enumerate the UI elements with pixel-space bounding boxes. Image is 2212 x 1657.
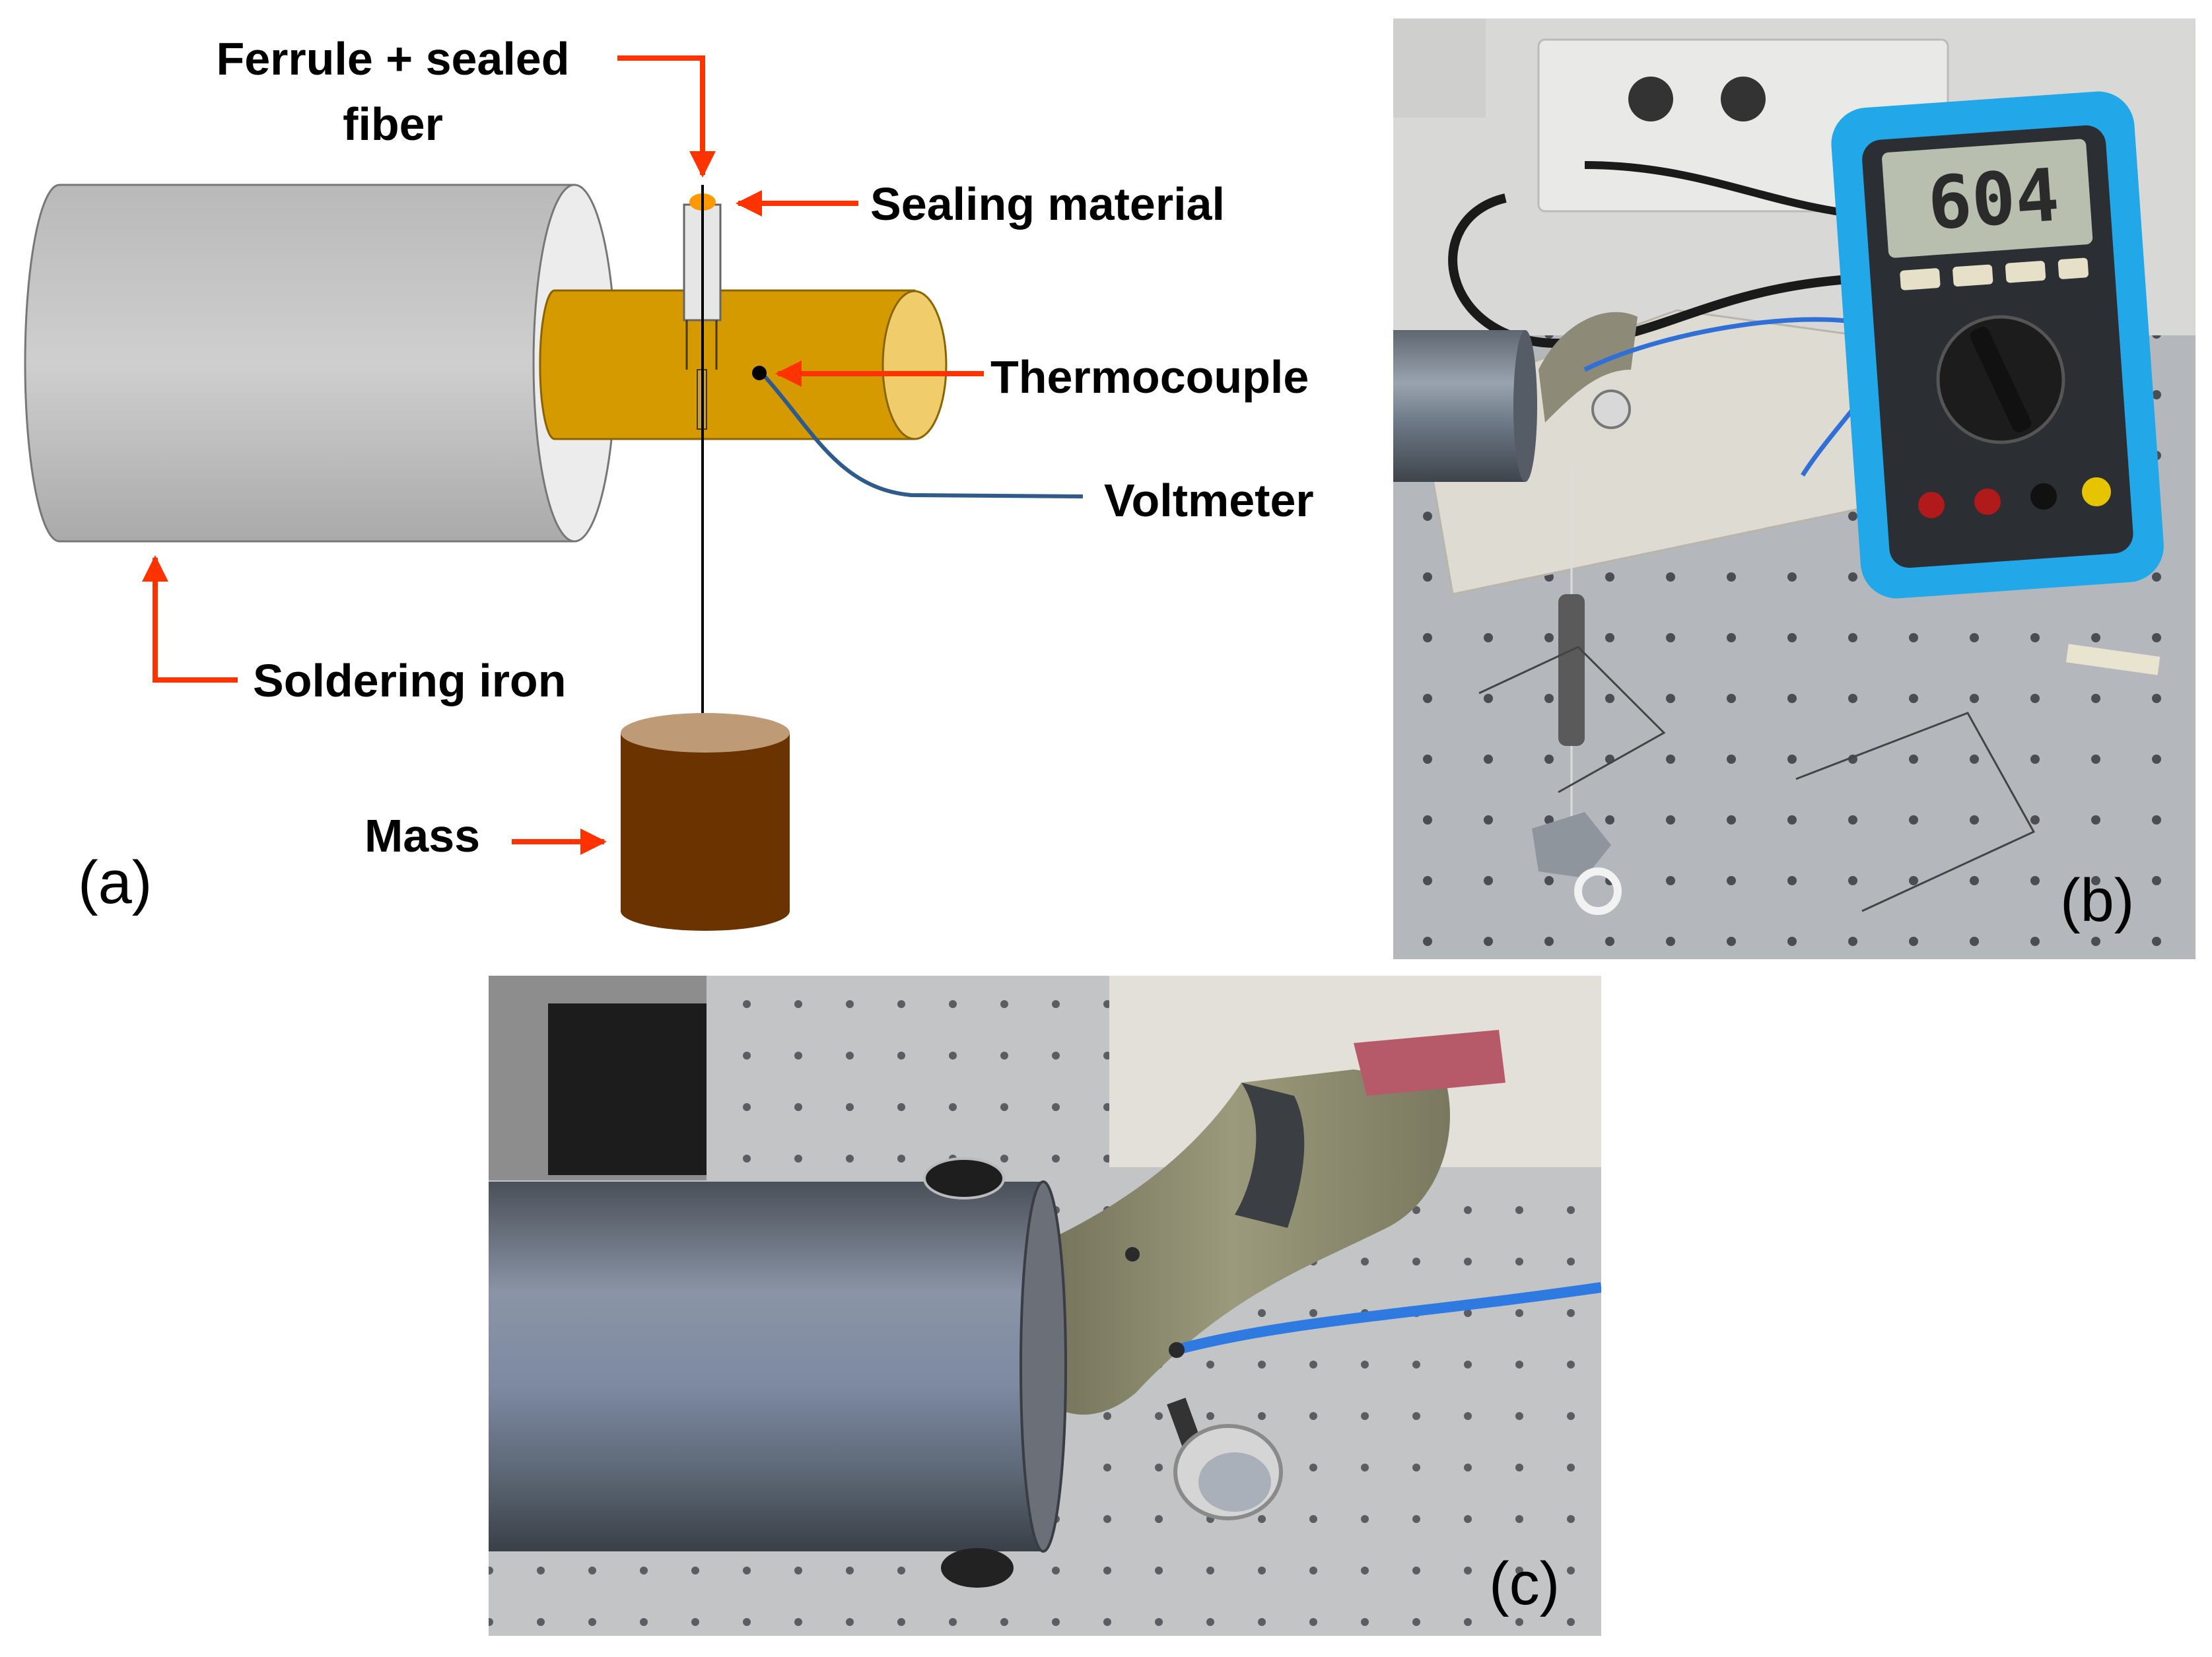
label-ferrule-line1: Ferrule + sealed <box>216 33 569 85</box>
label-sealing-material: Sealing material <box>870 178 1225 230</box>
thumb-screw <box>1167 1398 1283 1520</box>
label-voltmeter: Voltmeter <box>1104 475 1314 526</box>
thermocouple <box>752 366 1084 498</box>
heater-cylinder <box>539 289 948 440</box>
label-soldering-iron: Soldering iron <box>253 655 566 706</box>
panel-a-tag: (a) <box>78 849 152 916</box>
panel-a-schematic: Ferrule + sealed fiber Sealing material … <box>24 33 1314 931</box>
panel-c-photo: (c) <box>489 976 1601 1636</box>
label-ferrule-line2: fiber <box>343 98 443 150</box>
multimeter: 604 <box>1831 91 2164 599</box>
panel-c-tag: (c) <box>1489 1550 1560 1617</box>
ferrule-arrow <box>617 55 716 178</box>
panel-b-photo: 604 (b) <box>1393 18 2195 959</box>
panel-b-tag: (b) <box>2060 867 2134 934</box>
label-thermocouple: Thermocouple <box>990 351 1309 403</box>
label-mass: Mass <box>364 810 480 862</box>
soldering-iron-body <box>24 184 617 543</box>
soldering-iron-arrow <box>142 555 238 683</box>
multimeter-display-reading: 604 <box>1925 152 2062 246</box>
mass-weight <box>621 713 790 931</box>
